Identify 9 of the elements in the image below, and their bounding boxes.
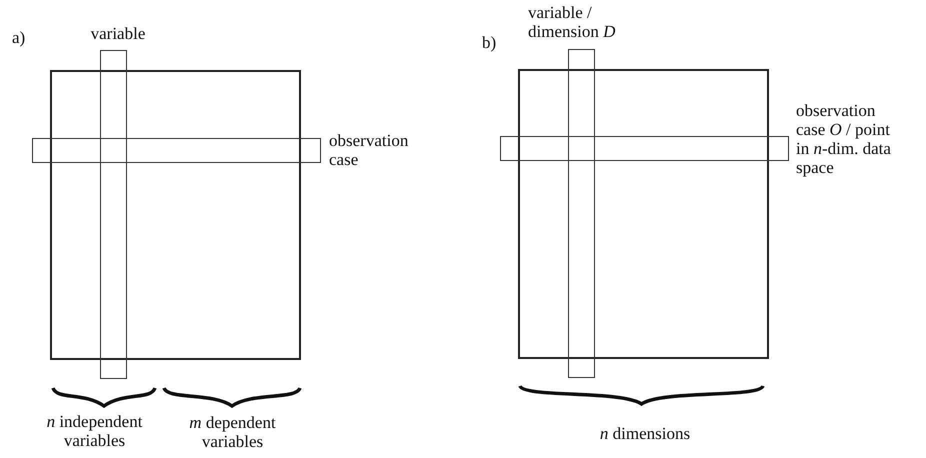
panel-letter: a)	[12, 28, 26, 47]
panel-letter: b)	[482, 33, 498, 52]
brace-label: n dimensions	[598, 424, 692, 443]
strip-label: observation case	[329, 131, 410, 169]
strip-label: variable / dimension D	[528, 3, 616, 41]
strip-label: observation case O / point in n-dim. data space	[796, 101, 892, 177]
strip-label: variable	[90, 24, 146, 43]
brace-label: n independent variables	[46, 412, 144, 450]
brace-label: m dependent variables	[188, 413, 277, 451]
